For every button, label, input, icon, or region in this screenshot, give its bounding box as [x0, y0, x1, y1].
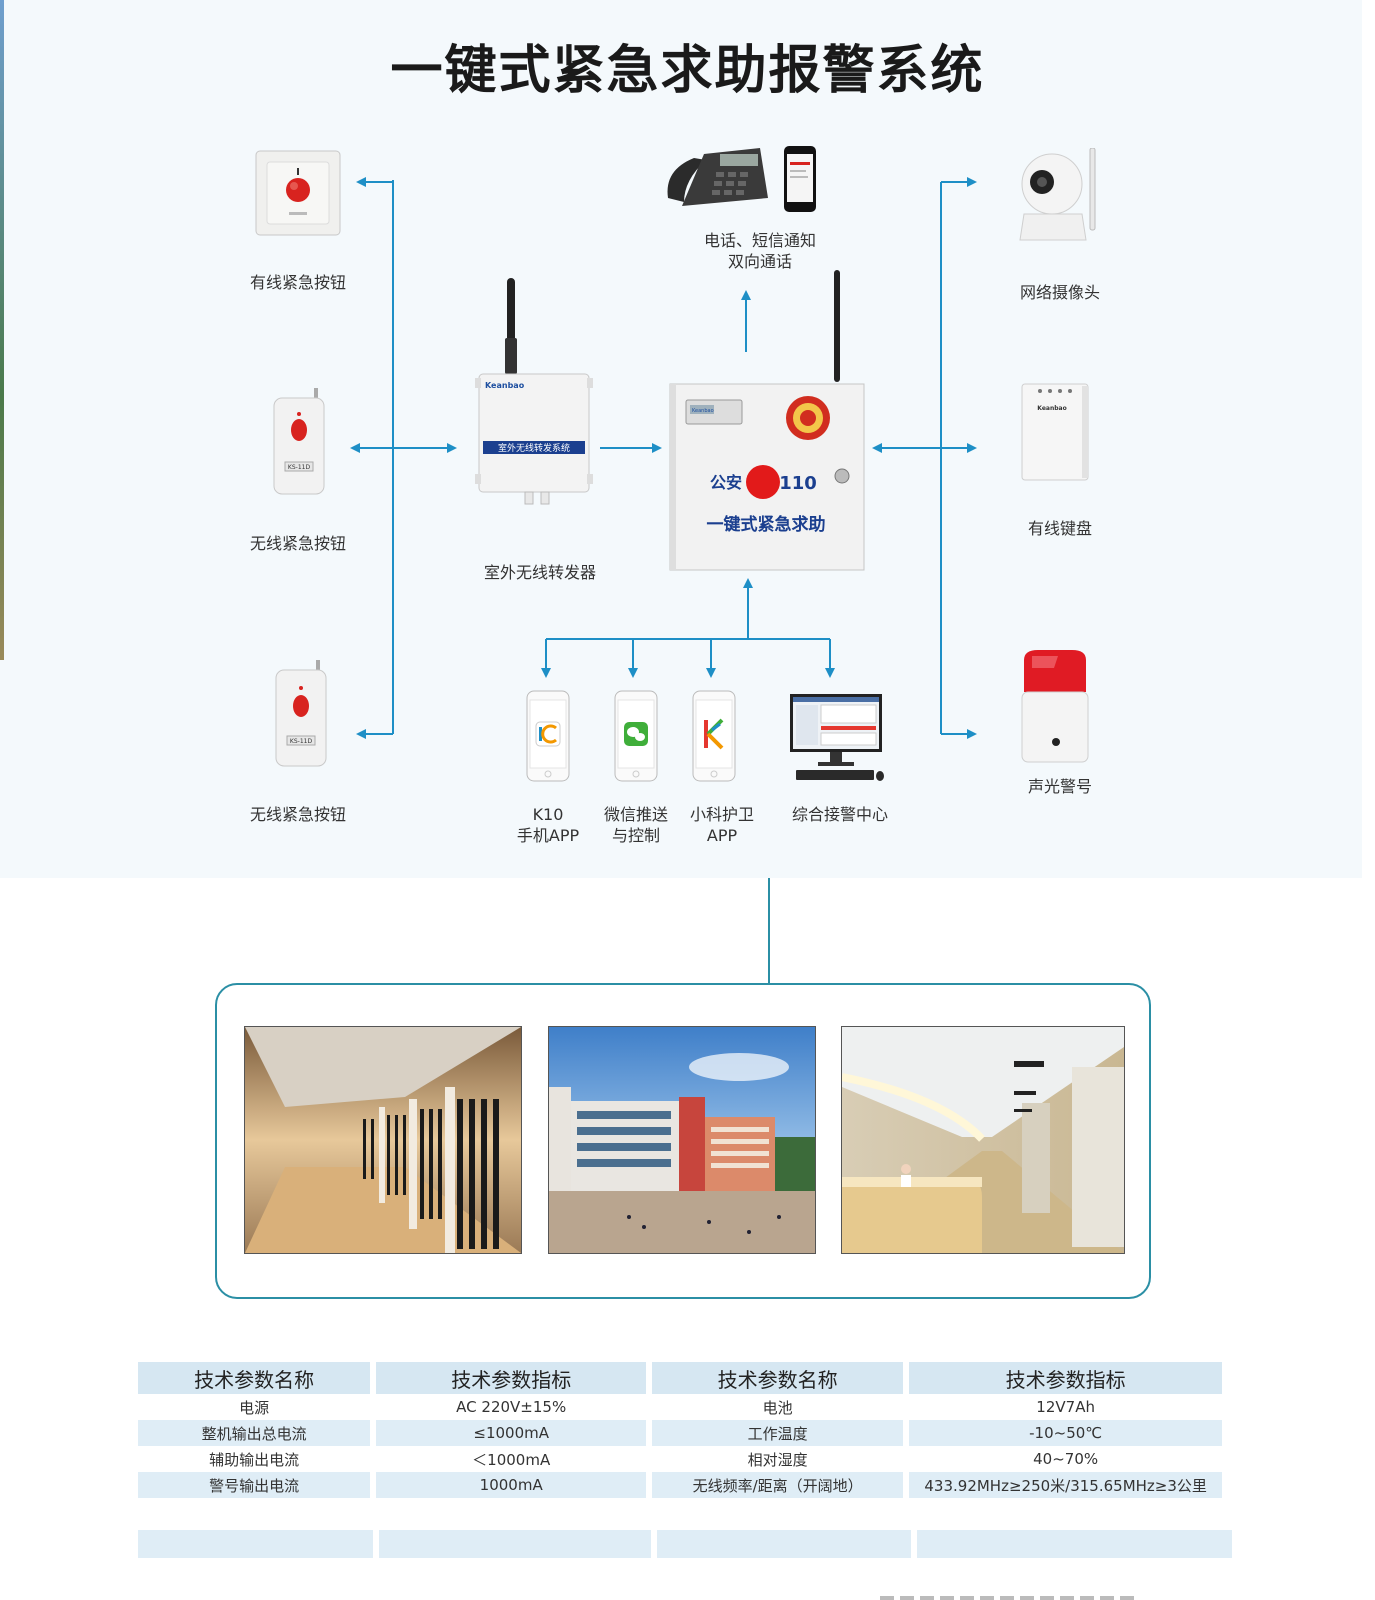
wireless-button-label-2: 无线紧急按钮 [249, 805, 346, 824]
header-param-value-2: 技术参数指标 [909, 1362, 1222, 1394]
table-row: 辅助输出电流 ＜1000mA 相对湿度 40~70% [138, 1446, 1222, 1472]
camera-device [1012, 147, 1102, 248]
keypad-label: 有线键盘 [1027, 519, 1092, 538]
k10-app-phone [526, 690, 570, 782]
scene-photo-school [548, 1026, 816, 1254]
footer-dots [880, 1596, 1140, 1600]
scenes-frame [215, 983, 1151, 1299]
camera-label: 网络摄像头 [1019, 283, 1100, 302]
table-blank-row-cell [657, 1530, 911, 1558]
guard-app-label-2: APP [706, 826, 738, 845]
scene-photo-prison [244, 1026, 522, 1254]
table-cell: 整机输出总电流 [138, 1420, 371, 1446]
header-param-value-1: 技术参数指标 [376, 1362, 647, 1394]
wireless-button-device-1: KS-11D [272, 388, 328, 496]
k10-app-label-2: 手机APP [516, 826, 580, 845]
table-cell: 工作温度 [652, 1420, 904, 1446]
svg-text:KS-11D: KS-11D [288, 464, 311, 471]
wireless-button-label-1: 无线紧急按钮 [249, 534, 346, 553]
table-row: 整机输出总电流 ≤1000mA 工作温度 -10~50℃ [138, 1420, 1222, 1446]
table-cell: -10~50℃ [909, 1420, 1222, 1446]
svg-text:Keanbao: Keanbao [1037, 405, 1066, 412]
table-cell: 无线频率/距离（开阔地） [652, 1472, 904, 1498]
scene-photo-hospital [841, 1026, 1125, 1254]
repeater-label: 室外无线转发器 [483, 563, 596, 582]
guard-app-label-1: 小科护卫 [689, 805, 754, 824]
table-blank-row-cell [379, 1530, 651, 1558]
keypad-device: Keanbao [1020, 382, 1090, 482]
wired-button-device [255, 150, 341, 236]
table-cell: 电池 [762, 1398, 793, 1417]
left-edge-strip [0, 0, 4, 660]
table-cell: ≤1000mA [376, 1420, 647, 1446]
table-blank-row-cell [917, 1530, 1232, 1558]
spec-table: 技术参数名称 技术参数指标 技术参数名称 技术参数指标 电源 AC 220V±1… [132, 1362, 1228, 1498]
notify-label-2: 双向通话 [727, 252, 792, 271]
svg-text:KS-11D: KS-11D [290, 738, 313, 745]
wechat-app-label-1: 微信推送 [603, 805, 668, 824]
table-cell: 433.92MHz≥250米/315.65MHz≥3公里 [909, 1472, 1222, 1498]
repeater-device: Keanbao 室外无线转发系统 [475, 278, 595, 528]
alarm-center-label: 综合接警中心 [791, 805, 888, 824]
svg-text:110: 110 [779, 473, 817, 494]
connection-lines [350, 177, 977, 983]
table-cell: ＜1000mA [472, 1450, 551, 1469]
svg-text:Keanbao: Keanbao [692, 408, 714, 414]
table-row: 电源 AC 220V±15% 电池 12V7Ah [138, 1394, 1222, 1420]
wireless-button-device-2: KS-11D [274, 660, 330, 768]
table-cell: 12V7Ah [1036, 1398, 1095, 1416]
siren-device [1018, 648, 1092, 766]
table-cell: 相对湿度 [747, 1450, 808, 1469]
spec-table-header: 技术参数名称 技术参数指标 技术参数名称 技术参数指标 [138, 1362, 1222, 1394]
header-param-name-2: 技术参数名称 [652, 1362, 904, 1394]
alarm-host-device: Keanbao 公安 110 一键式紧急求助 [668, 268, 868, 574]
svg-text:Keanbao: Keanbao [485, 381, 525, 390]
wired-button-label: 有线紧急按钮 [249, 273, 346, 292]
svg-text:公安: 公安 [710, 473, 742, 492]
table-cell: 1000mA [376, 1472, 647, 1498]
notify-label-1: 电话、短信通知 [703, 231, 816, 250]
wechat-app-label-2: 与控制 [611, 826, 660, 845]
k10-app-label-1: K10 [532, 805, 564, 824]
wechat-app-phone [614, 690, 658, 782]
table-cell: 电源 [239, 1398, 270, 1417]
table-cell: AC 220V±15% [456, 1398, 567, 1416]
table-cell: 警号输出电流 [138, 1472, 371, 1498]
table-cell: 辅助输出电流 [209, 1450, 300, 1469]
header-param-name-1: 技术参数名称 [138, 1362, 371, 1394]
table-cell: 40~70% [1033, 1450, 1099, 1468]
table-blank-row-cell [138, 1530, 373, 1558]
phone-device [664, 140, 824, 220]
alarm-center-computer [790, 694, 886, 786]
svg-text:一键式紧急求助: 一键式紧急求助 [707, 514, 826, 535]
guard-app-phone [692, 690, 736, 782]
siren-label: 声光警号 [1027, 777, 1092, 796]
table-row: 警号输出电流 1000mA 无线频率/距离（开阔地） 433.92MHz≥250… [138, 1472, 1222, 1498]
page-title: 一键式紧急求助报警系统 [390, 41, 985, 101]
svg-text:室外无线转发系统: 室外无线转发系统 [498, 442, 570, 454]
